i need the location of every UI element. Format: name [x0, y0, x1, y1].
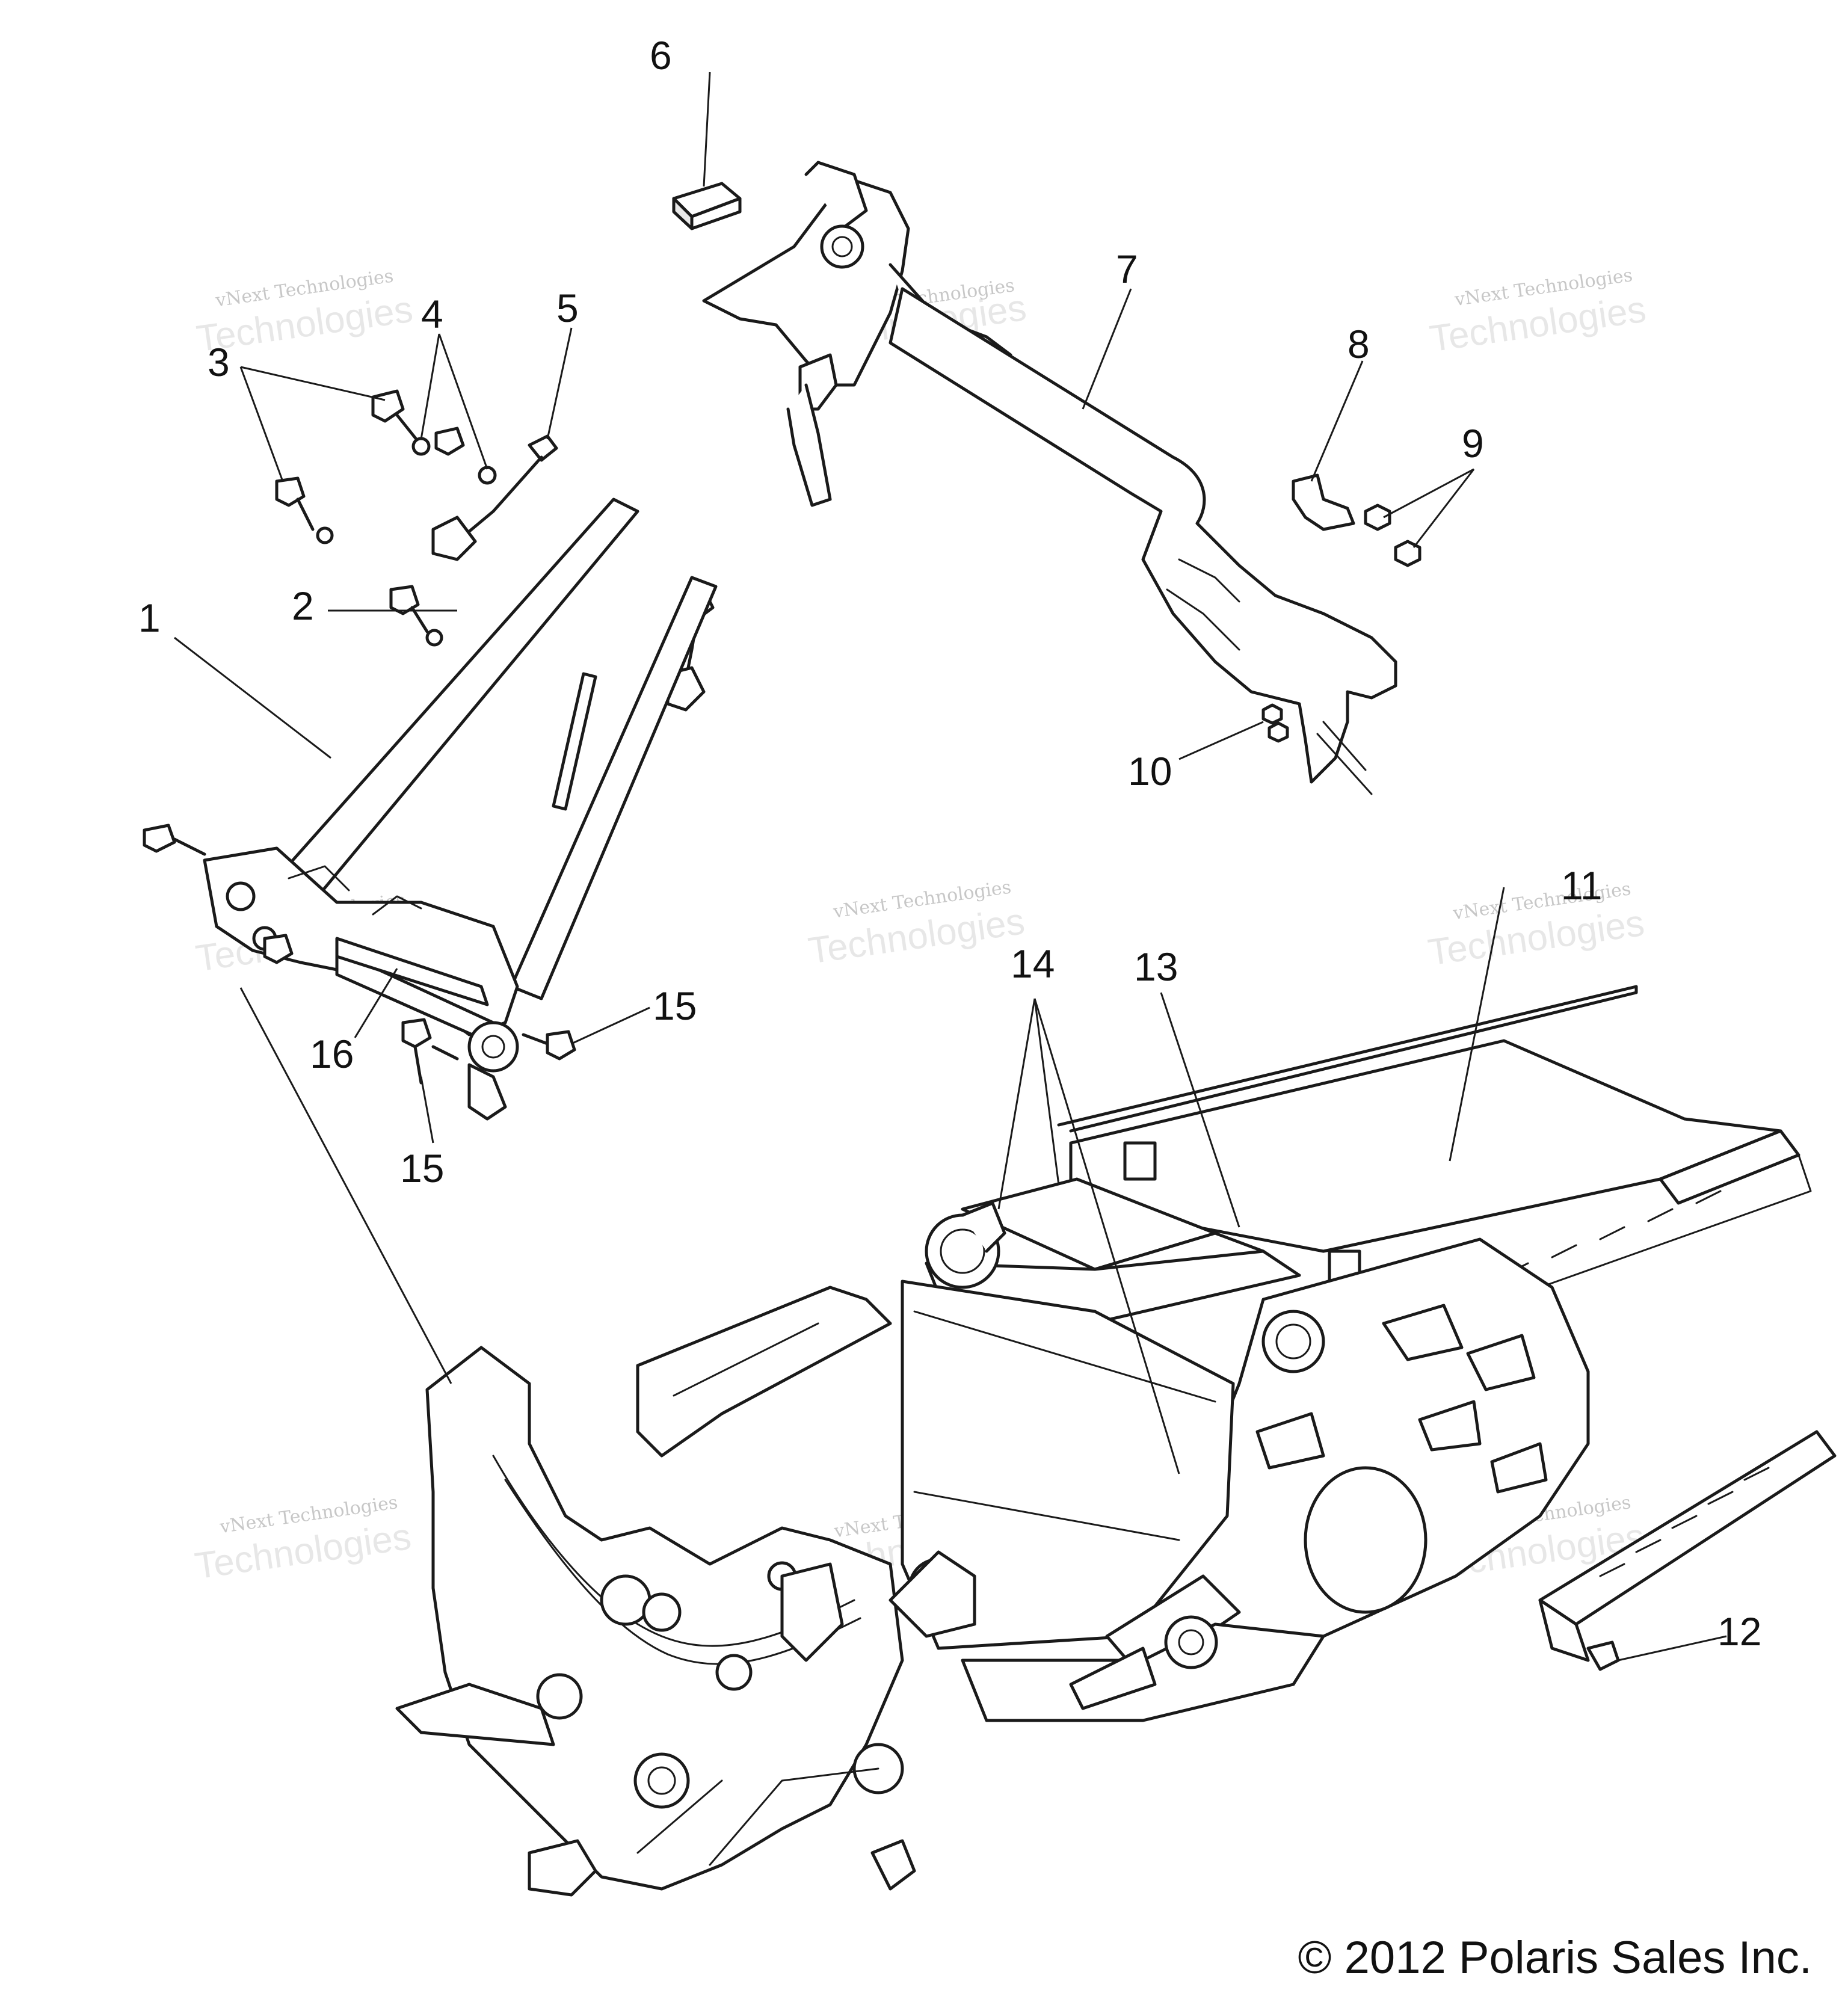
copyright-notice: © 2012 Polaris Sales Inc.	[1298, 1932, 1812, 1983]
callout-14: 14	[1011, 941, 1055, 986]
callout-15-right: 15	[653, 984, 697, 1028]
part-12-footrest	[1538, 1430, 1837, 1671]
callout-10: 10	[1128, 749, 1172, 793]
callout-11: 11	[1561, 863, 1603, 908]
part-4-washers	[411, 427, 497, 647]
leader-lines	[174, 72, 1727, 1662]
watermark: vNext Technologies Technologies	[805, 876, 1027, 972]
callout-7: 7	[1116, 247, 1138, 291]
callout-15-bottom: 15	[400, 1146, 444, 1190]
watermark: vNext Technologies Technologies	[1427, 265, 1648, 360]
callout-3: 3	[208, 340, 230, 384]
part-16-cross-tube	[335, 937, 489, 1006]
callout-4: 4	[421, 292, 443, 336]
callout-6: 6	[650, 33, 672, 78]
callout-1: 1	[138, 596, 161, 640]
part-9-nuts	[1364, 504, 1421, 567]
part-10-fastener	[1261, 703, 1289, 743]
part-6-block	[672, 182, 742, 230]
watermark: vNext Technologies Technologies	[192, 1492, 414, 1587]
callout-5: 5	[556, 286, 579, 330]
callout-13: 13	[1134, 944, 1178, 989]
callout-16: 16	[310, 1032, 354, 1076]
part-8-clip	[1292, 473, 1355, 531]
callout-9: 9	[1462, 421, 1484, 466]
part-1-a-frame	[203, 497, 718, 1121]
callout-8: 8	[1348, 322, 1370, 366]
callout-labels: 1 2 3 4 5 6 7 8 9 10 11 12 13 14 15 15 1…	[138, 33, 1761, 1654]
callout-12: 12	[1717, 1609, 1761, 1654]
part-3-bolts	[275, 389, 429, 633]
callout-2: 2	[292, 584, 314, 628]
part-7-steering-post	[702, 161, 1397, 795]
main-chassis	[395, 985, 1812, 1897]
part-15-bolts	[143, 824, 576, 1085]
watermark: vNext Technologies Technologies	[1426, 878, 1647, 973]
